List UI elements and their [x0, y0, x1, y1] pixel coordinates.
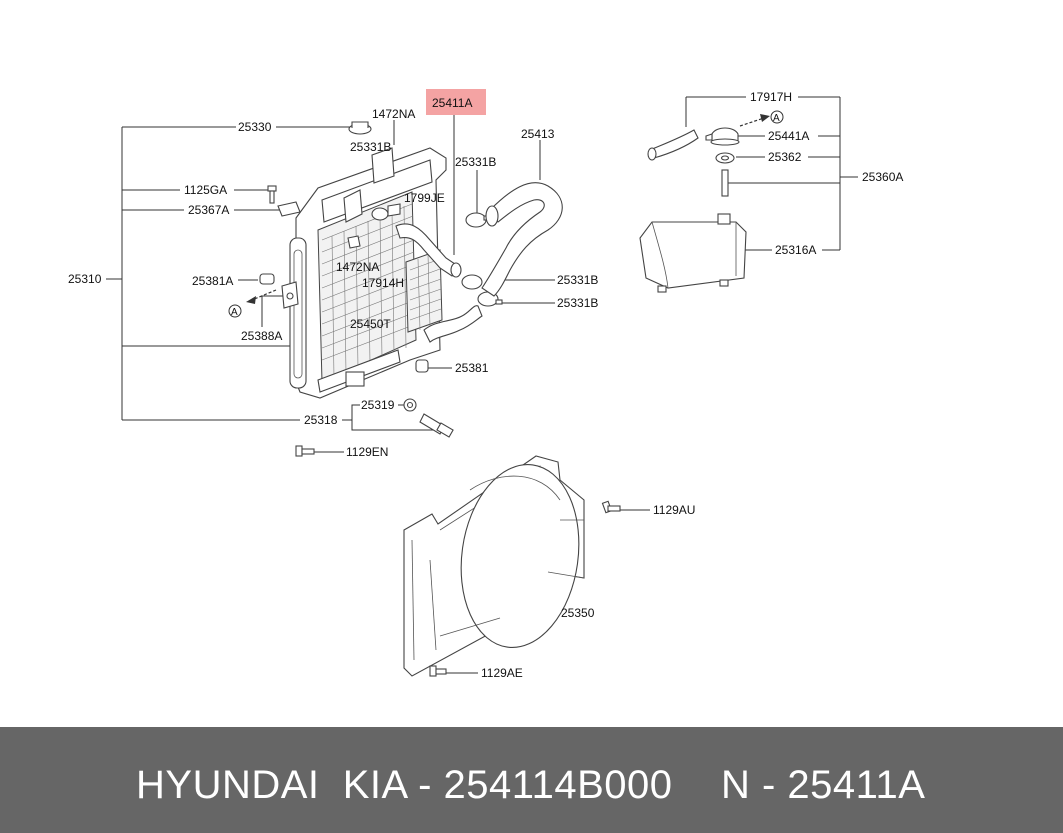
label-25319: 25319 — [361, 398, 395, 412]
label-25318: 25318 — [304, 413, 338, 427]
ref-a-left: A — [231, 307, 238, 318]
plug-25381a — [259, 273, 275, 285]
label-25441a: 25441A — [768, 129, 809, 143]
bolt-1129au — [601, 500, 621, 514]
label-1125ga: 1125GA — [184, 183, 227, 197]
bolt-1125ga — [267, 185, 277, 204]
radiator — [289, 147, 447, 399]
label-25388a: 25388A — [241, 329, 282, 343]
footer-bar: HYUNDAI KIA - 254114B000 N - 25411A — [0, 727, 1063, 833]
label-1472na-mid: 1472NA — [336, 260, 379, 274]
drain-25318 — [419, 413, 454, 438]
label-25331b-d: 25331B — [557, 296, 598, 310]
label-17914h: 17914H — [362, 276, 404, 290]
footer-reference: N - 25411A — [721, 763, 926, 807]
reservoir-group — [639, 127, 747, 293]
label-25330: 25330 — [238, 120, 272, 134]
part-labels: 25411A 25413 25330 1472NA 25331B 25331B … — [68, 90, 903, 680]
parts-diagram: 25411A 25413 25330 1472NA 25331B 25331B … — [68, 89, 903, 680]
bolt-1129en — [295, 445, 315, 457]
label-1799je: 1799JE — [404, 191, 445, 205]
label-25360a: 25360A — [862, 170, 903, 184]
reference-arrows — [228, 110, 784, 318]
label-25331b-a: 25331B — [350, 140, 391, 154]
label-25367a: 25367A — [188, 203, 229, 217]
bracket-25367a — [277, 201, 301, 217]
label-25331b-c: 25331B — [557, 273, 598, 287]
label-25350: 25350 — [561, 606, 595, 620]
label-1129en: 1129EN — [346, 445, 388, 459]
plug-25381 — [415, 359, 429, 373]
label-1129ae: 1129AE — [481, 666, 523, 680]
ref-a-right: A — [773, 113, 780, 124]
hose-25411a — [395, 223, 462, 278]
lower-hose — [423, 305, 483, 343]
label-25413: 25413 — [521, 127, 555, 141]
bolt-1129ae — [429, 665, 447, 677]
label-25381a: 25381A — [192, 274, 233, 288]
fan-shroud — [403, 455, 585, 677]
hose-25413 — [481, 182, 563, 297]
label-1472na-top: 1472NA — [372, 107, 415, 121]
label-25450t: 25450T — [350, 317, 391, 331]
label-25316a: 25316A — [775, 243, 816, 257]
label-1129au: 1129AU — [653, 503, 695, 517]
label-25310: 25310 — [68, 272, 102, 286]
radiator-cap — [348, 121, 372, 135]
label-17917h: 17917H — [750, 90, 792, 104]
tab-1799je — [387, 203, 401, 217]
label-25411a: 25411A — [432, 96, 472, 110]
highlight-box — [426, 89, 486, 115]
label-25331b-b: 25331B — [455, 155, 496, 169]
label-25381: 25381 — [455, 361, 489, 375]
footer-part-number: HYUNDAI KIA - 254114B000 — [136, 763, 673, 807]
label-25362: 25362 — [768, 150, 802, 164]
